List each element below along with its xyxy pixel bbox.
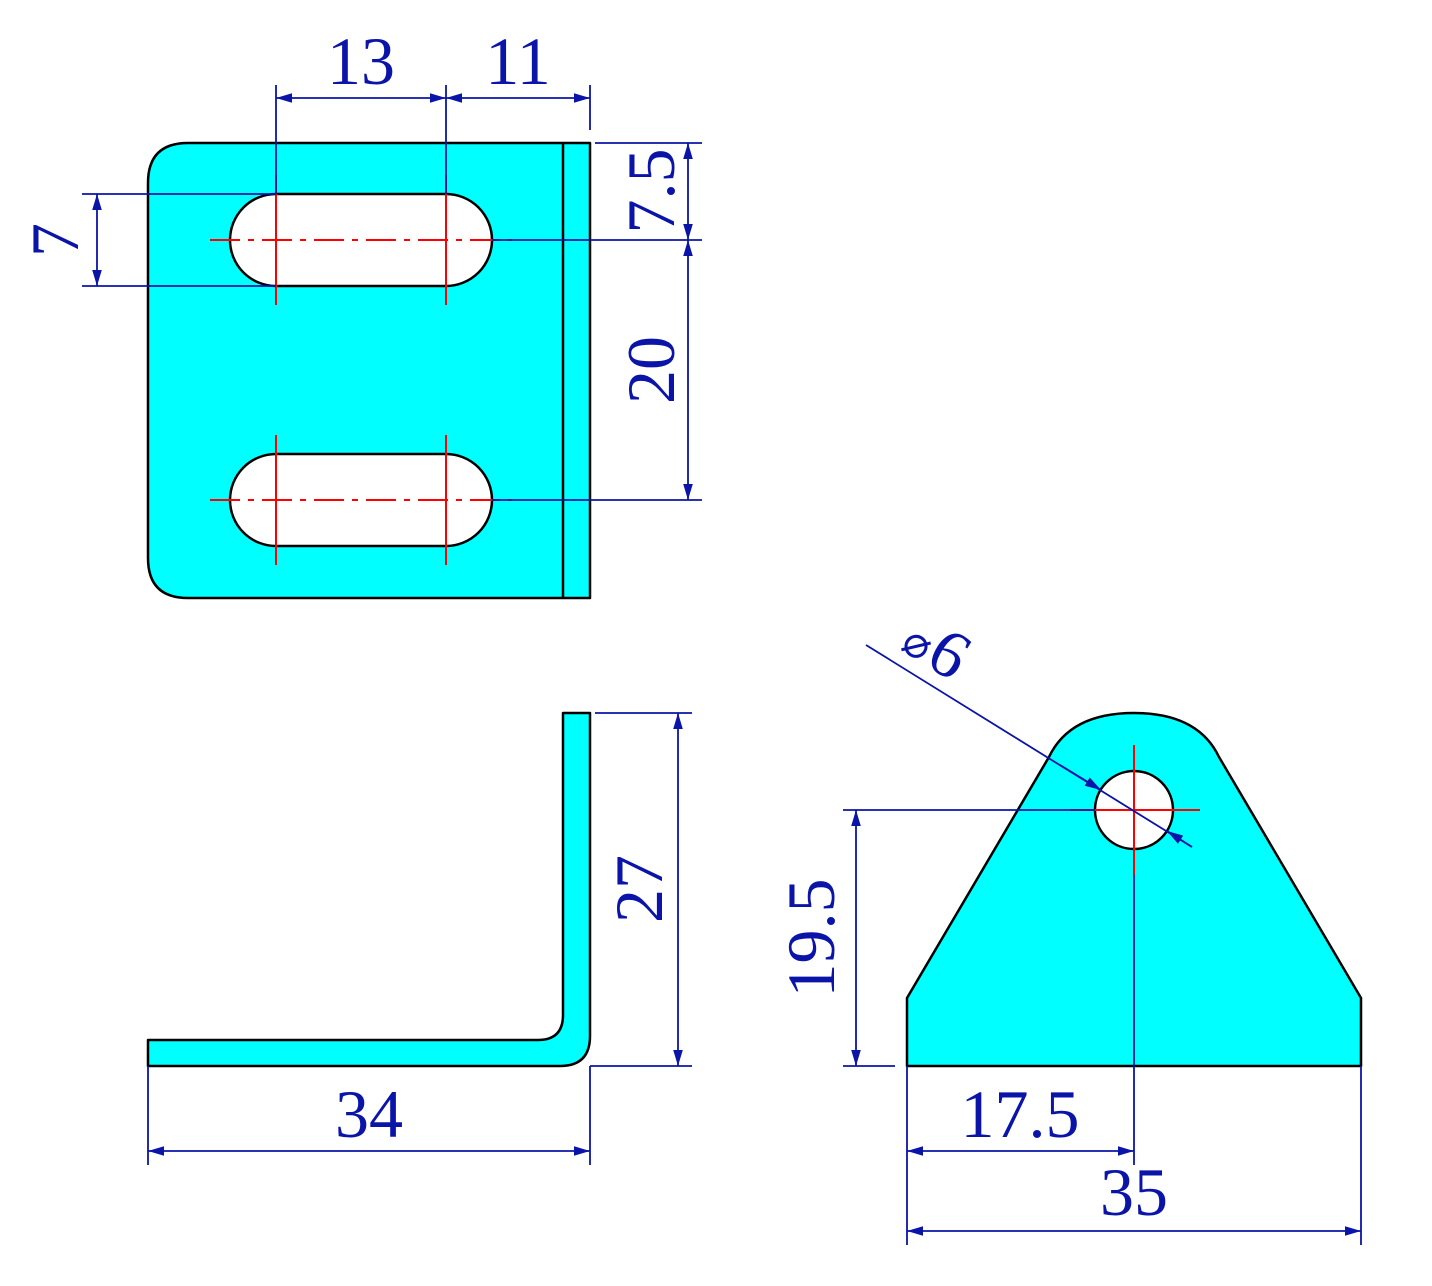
diameter-arrow-near (1059, 764, 1102, 791)
front-view: 27 34 (146, 711, 692, 1165)
dim-text-top-to-slot: 7.5 (613, 149, 689, 234)
dim-text-height: 27 (601, 855, 677, 923)
diameter-arrow-far (1166, 830, 1193, 848)
dim-text-length: 34 (335, 1076, 403, 1152)
dim-text-slot-length: 13 (327, 23, 395, 99)
dim-text-width: 35 (1100, 1154, 1168, 1230)
diameter-label: ⌀ 6 (894, 612, 985, 694)
front-view-profile (146, 711, 592, 1068)
dim-text-hole-height: 19.5 (773, 879, 849, 998)
dim-text-slot-width: 7 (17, 223, 93, 257)
dim-text-slot-to-edge: 11 (485, 23, 550, 99)
dim-text-half-width: 17.5 (961, 1076, 1080, 1152)
diameter-leader (865, 644, 1193, 848)
top-view: 13 11 7 7.5 20 (17, 23, 702, 600)
side-view: ⌀ 6 19.5 17.5 35 (773, 612, 1363, 1245)
dim-text-slot-spacing: 20 (613, 336, 689, 404)
